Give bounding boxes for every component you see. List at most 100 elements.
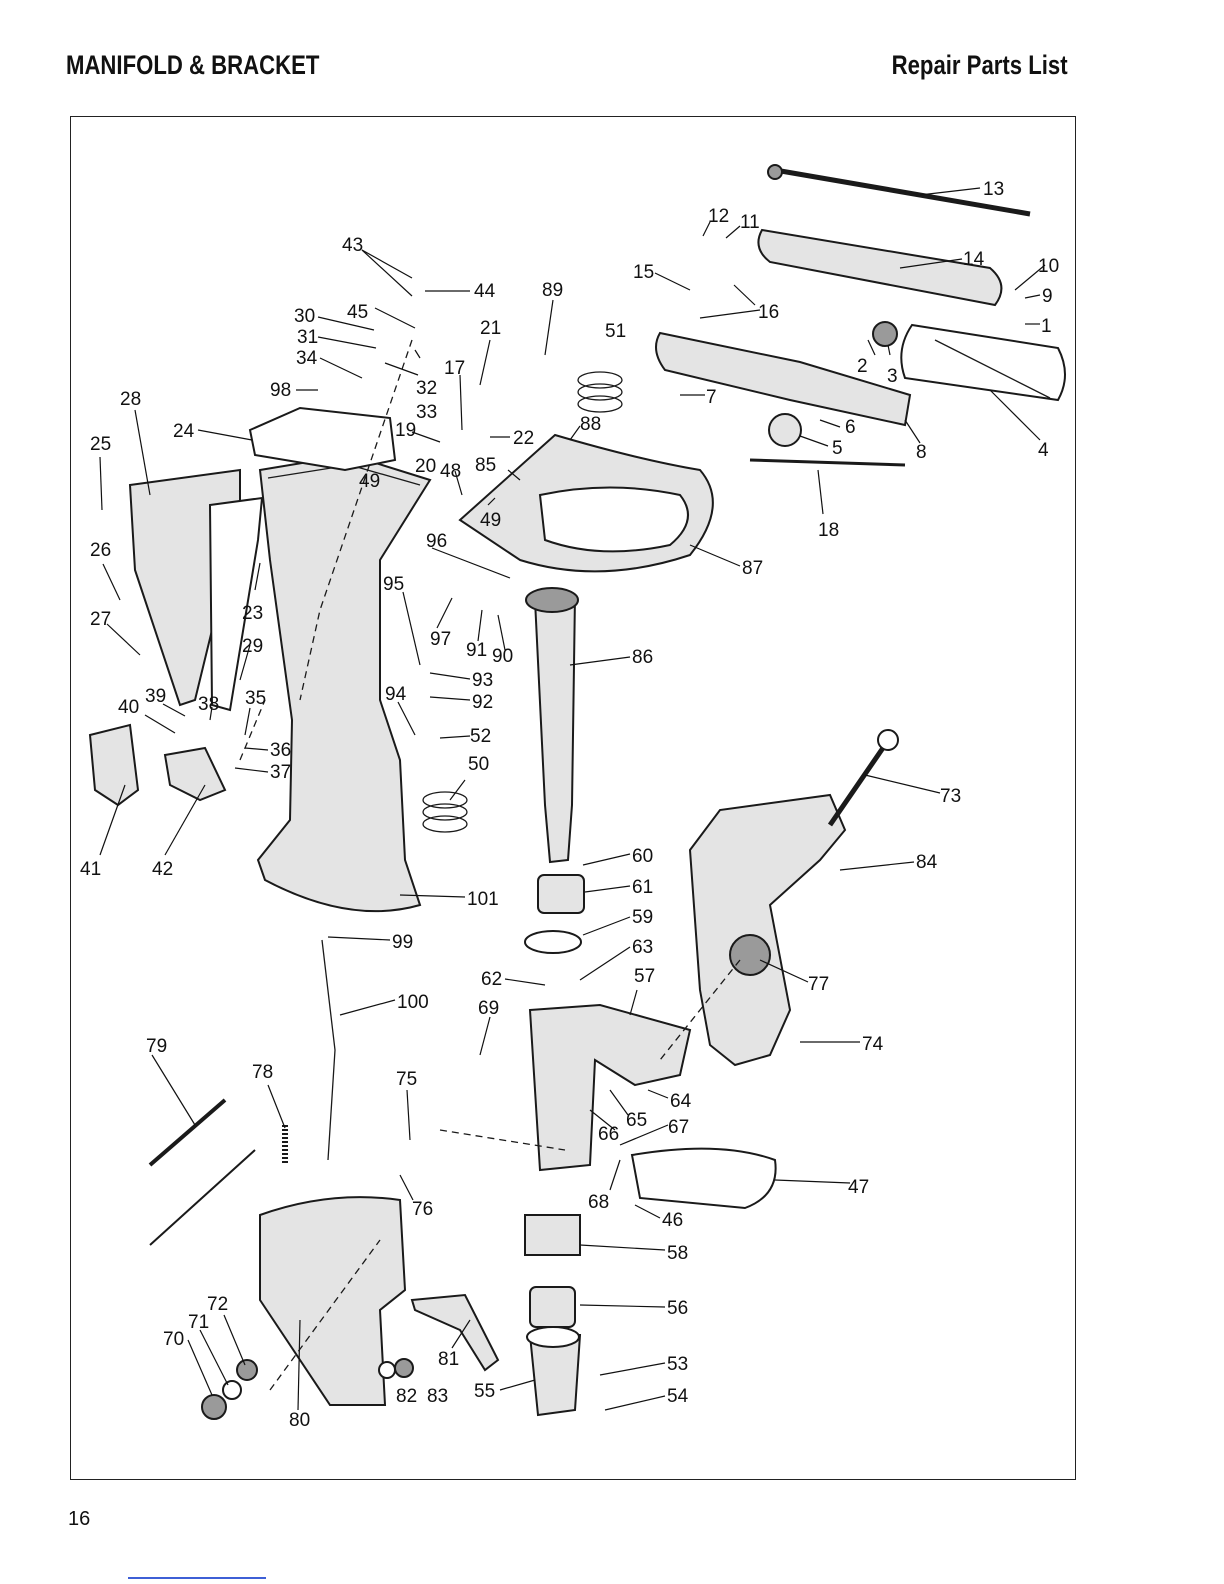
- callout-80: 80: [289, 1410, 310, 1431]
- callout-1: 1: [1041, 316, 1052, 337]
- callout-96: 96: [426, 531, 447, 552]
- callout-67: 67: [668, 1117, 689, 1138]
- callout-46: 46: [662, 1210, 683, 1231]
- callout-74: 74: [862, 1034, 884, 1055]
- callout-13: 13: [983, 179, 1004, 200]
- callout-86: 86: [632, 647, 653, 668]
- parts-illustration: [88, 164, 1066, 1420]
- callout-84: 84: [916, 852, 938, 873]
- callout-88: 88: [580, 414, 601, 435]
- callout-50: 50: [468, 754, 489, 775]
- callout-64: 64: [670, 1091, 692, 1112]
- callout-79: 79: [146, 1036, 167, 1057]
- callout-labels: 1 2 3 4 5 6 7 8 9 10 11 12 13 14 15 16 1…: [80, 179, 1059, 1431]
- callout-31: 31: [297, 327, 318, 348]
- callout-17: 17: [444, 358, 465, 379]
- callout-81: 81: [438, 1349, 459, 1370]
- callout-61: 61: [632, 877, 653, 898]
- callout-59: 59: [632, 907, 653, 928]
- callout-95: 95: [383, 574, 404, 595]
- callout-99: 99: [392, 932, 413, 953]
- callout-91: 91: [466, 640, 487, 661]
- callout-77: 77: [808, 974, 829, 995]
- callout-66: 66: [598, 1124, 619, 1145]
- callout-83: 83: [427, 1386, 448, 1407]
- callout-51: 51: [605, 321, 626, 342]
- callout-27: 27: [90, 609, 111, 630]
- callout-78: 78: [252, 1062, 273, 1083]
- callout-60: 60: [632, 846, 653, 867]
- callout-49a: 49: [359, 471, 380, 492]
- callout-34: 34: [296, 348, 318, 369]
- callout-98: 98: [270, 380, 291, 401]
- callout-41: 41: [80, 859, 101, 880]
- callout-11: 11: [740, 212, 760, 233]
- callout-36: 36: [270, 740, 291, 761]
- callout-97: 97: [430, 629, 451, 650]
- callout-7: 7: [706, 387, 717, 408]
- callout-42: 42: [152, 859, 173, 880]
- callout-68: 68: [588, 1192, 609, 1213]
- callout-8: 8: [916, 442, 927, 463]
- callout-70: 70: [163, 1329, 184, 1350]
- callout-72: 72: [207, 1294, 228, 1315]
- callout-38: 38: [198, 694, 219, 715]
- callout-23: 23: [242, 603, 263, 624]
- leader-lines: [99, 187, 1046, 1411]
- callout-92: 92: [472, 692, 493, 713]
- callout-9: 9: [1042, 286, 1053, 307]
- callout-82: 82: [396, 1386, 417, 1407]
- callout-90: 90: [492, 646, 513, 667]
- callout-71: 71: [188, 1312, 209, 1333]
- callout-21: 21: [480, 318, 501, 339]
- callout-75: 75: [396, 1069, 417, 1090]
- callout-22: 22: [513, 428, 534, 449]
- footer-rule: [128, 1577, 266, 1579]
- callout-25: 25: [90, 434, 111, 455]
- callout-47: 47: [848, 1177, 869, 1198]
- callout-53: 53: [667, 1354, 688, 1375]
- callout-12: 12: [708, 206, 729, 227]
- callout-15: 15: [633, 262, 654, 283]
- callout-100: 100: [397, 992, 429, 1013]
- callout-48: 48: [440, 461, 461, 482]
- callout-14: 14: [963, 249, 985, 270]
- callout-44: 44: [474, 281, 496, 302]
- callout-89: 89: [542, 280, 563, 301]
- callout-69: 69: [478, 998, 499, 1019]
- callout-40: 40: [118, 697, 139, 718]
- callout-63: 63: [632, 937, 653, 958]
- callout-16: 16: [758, 302, 779, 323]
- callout-33: 33: [416, 402, 437, 423]
- page-title: MANIFOLD & BRACKET: [66, 50, 320, 80]
- page-number: 16: [68, 1508, 91, 1530]
- callout-43: 43: [342, 235, 363, 256]
- callout-93: 93: [472, 670, 493, 691]
- callout-62: 62: [481, 969, 502, 990]
- callout-76: 76: [412, 1199, 433, 1220]
- callout-5: 5: [832, 438, 843, 459]
- callout-30: 30: [294, 306, 315, 327]
- callout-55: 55: [474, 1381, 495, 1402]
- callout-101: 101: [467, 889, 499, 910]
- callout-10: 10: [1038, 256, 1059, 277]
- callout-18: 18: [818, 520, 839, 541]
- callout-20: 20: [415, 456, 436, 477]
- callout-94: 94: [385, 684, 407, 705]
- callout-87: 87: [742, 558, 763, 579]
- callout-73: 73: [940, 786, 961, 807]
- callout-35: 35: [245, 688, 266, 709]
- callout-57: 57: [634, 966, 655, 987]
- callout-56: 56: [667, 1298, 688, 1319]
- callout-19: 19: [395, 420, 416, 441]
- callout-26: 26: [90, 540, 111, 561]
- callout-45: 45: [347, 302, 368, 323]
- callout-39: 39: [145, 686, 166, 707]
- page-subtitle: Repair Parts List: [892, 50, 1068, 80]
- callout-65: 65: [626, 1110, 647, 1131]
- callout-2: 2: [857, 356, 868, 377]
- callout-6: 6: [845, 417, 856, 438]
- callout-85: 85: [475, 455, 496, 476]
- callout-49b: 49: [480, 510, 501, 531]
